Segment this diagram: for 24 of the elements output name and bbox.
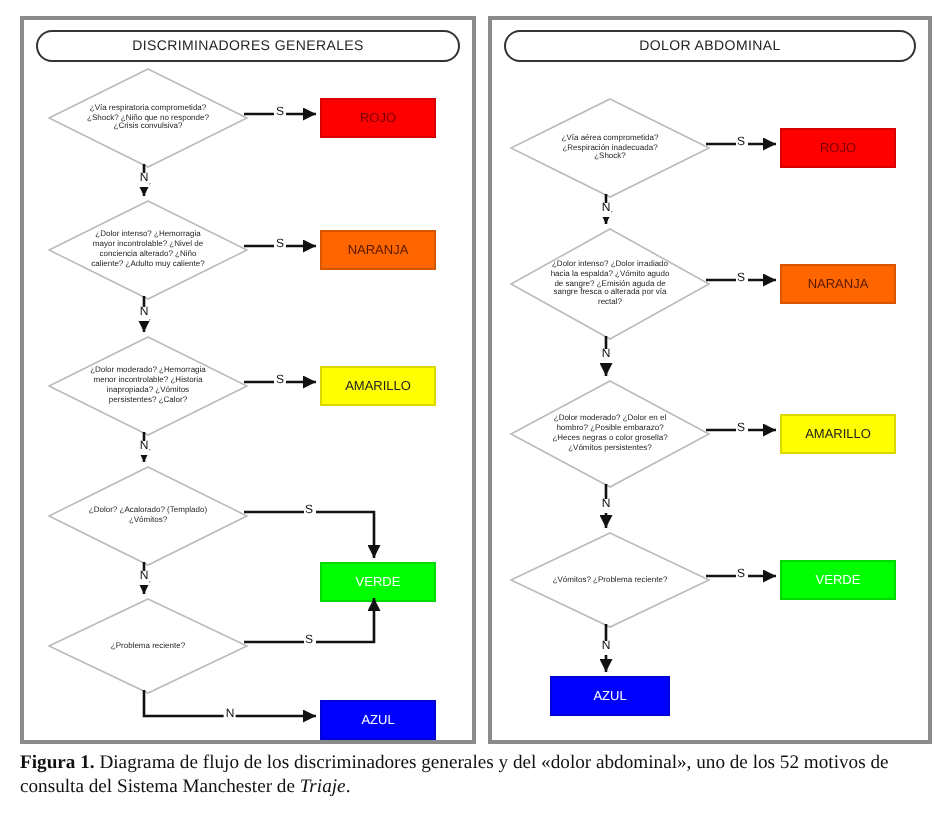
arrow: [137, 296, 151, 332]
arrow: [244, 598, 381, 644]
panel: [488, 16, 932, 744]
arrow: [244, 107, 316, 121]
decision-diamond: [48, 336, 248, 436]
arrow: [142, 690, 316, 723]
panel: [20, 16, 476, 744]
decision-diamond: [510, 98, 710, 198]
decision-diamond: [48, 200, 248, 300]
arrow: [137, 164, 151, 196]
decision-diamond: [48, 466, 248, 566]
arrow: [244, 510, 381, 558]
arrow: [599, 336, 613, 376]
arrow: [137, 562, 151, 594]
decision-diamond: [510, 380, 710, 488]
decision-diamond: [48, 68, 248, 168]
decision-diamond: [48, 598, 248, 694]
arrow: [244, 239, 316, 253]
figure-caption: Figura 1. Diagrama de flujo de los discriminadores generales y del «dolor abdominal», uno de los 52 motivos de consulta del Sistema Manchester de Triaje.: [20, 752, 891, 798]
decision-diamond: [510, 532, 710, 628]
arrow: [599, 624, 613, 672]
decision-diamond: [510, 228, 710, 340]
arrow: [599, 484, 613, 528]
arrow: [244, 375, 316, 389]
